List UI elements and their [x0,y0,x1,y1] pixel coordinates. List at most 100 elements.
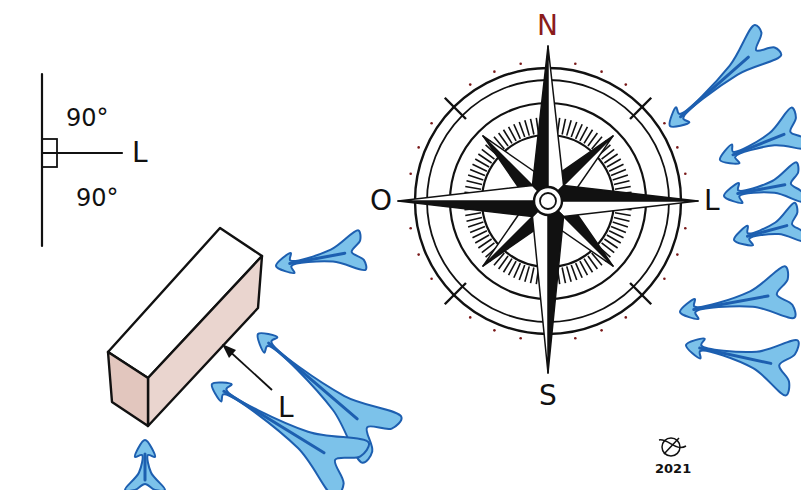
right-angle-sketch [42,74,122,246]
compass-hatch [576,124,583,139]
compass-hatch [613,222,628,227]
compass-dot [409,172,412,175]
compass-dot [430,277,433,280]
compass-hatch [470,170,485,176]
wind-arrow [720,108,801,164]
wind-arrow [125,440,165,490]
compass-hatch [519,265,524,280]
wind-arrow [276,230,366,273]
compass-tick [445,98,466,119]
compass-dot [600,70,603,73]
compass-hatch [525,120,529,135]
compass-dot [574,62,577,65]
direction-letter: N [537,12,558,40]
compass-dot [469,316,472,319]
star-point-dark [532,46,548,201]
compass-hatch [609,164,623,171]
compass-hatch [473,231,487,238]
star-point-light [398,185,548,201]
wind-core [681,57,749,117]
prism-side [148,256,262,426]
compass-hatch [567,266,571,281]
compass-tick [630,98,651,119]
wind-core [748,226,787,237]
compass-hatch [531,268,534,284]
angle-label: 90° [66,106,109,130]
prism-end [108,352,148,426]
compass-hatch [562,119,565,135]
compass-dot [493,329,496,332]
compass-tick [445,283,466,304]
compass-dot [417,146,420,149]
compass-dot [519,62,522,65]
wind-arrow [212,382,369,490]
compass-dot [430,122,433,125]
compass-hatch [613,175,628,180]
compass-hatch [576,263,583,278]
compass-hatch [509,127,517,141]
compass-dot [417,253,420,256]
wind-arrow [724,162,801,203]
compass-dot [600,329,603,332]
wind-core [290,253,345,263]
compass-hatch [567,120,571,135]
star-point-dark [548,201,564,373]
wind-core [224,391,324,452]
wind-core [144,454,147,480]
wind-arrow [686,339,799,396]
wind-core [733,134,784,154]
wind-arrow [680,266,796,319]
compass-hatch [514,124,521,139]
wind-arrow [734,203,801,246]
compass-dot [676,253,679,256]
angle-label: 90° [76,186,119,210]
compass-dot [663,277,666,280]
compass-hatch [519,122,524,137]
compass-hatch [614,217,630,221]
direction-letter: L [278,394,294,422]
compass-dot [676,146,679,149]
compass-hatch [571,122,576,137]
compass-hatch [470,226,485,232]
star-point-light [532,201,548,373]
compass-hatch [466,181,482,185]
compass-hatch [615,186,631,189]
compass-hatch [468,222,483,227]
wind-arrow [670,25,782,127]
compass-dot [519,337,522,340]
signature-stroke [659,438,686,454]
star-point-light [548,201,698,217]
leader-arrowhead [222,344,236,358]
horizontal-line [42,152,122,154]
compass-hatch [614,181,630,185]
compass-hatch [615,213,631,216]
compass-tick [630,283,651,304]
compass-dot [684,172,687,175]
signature-year: 2021 [655,462,691,475]
compass-hatch [465,186,481,189]
star-point-dark [398,201,548,217]
compass-hatch [580,261,588,275]
star-point-light [548,46,564,201]
signature-mark [659,438,686,456]
compass-hatch [525,266,529,281]
compass-dot [624,316,627,319]
compass-hatch [611,170,626,176]
direction-letter: L [704,187,720,215]
star-point-dark [548,185,698,201]
compass-hub-inner [540,193,556,209]
right-angle-mark [42,139,57,167]
compass-hatch [468,175,483,180]
compass-hatch [514,263,521,278]
compass-rose [398,46,698,373]
leader-arrow [226,348,272,390]
compass-hub [534,187,562,215]
compass-dot [409,227,412,230]
compass-hatch [571,265,576,280]
compass-hatch [531,119,534,135]
direction-letter: O [370,187,392,215]
wind-core [738,185,785,194]
